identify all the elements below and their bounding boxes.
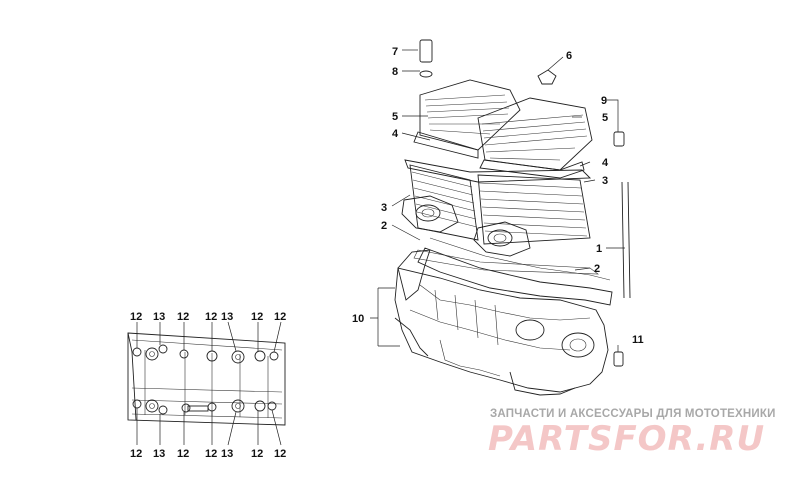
callout-11: 11 — [632, 334, 644, 346]
crankcase-top-callouts: 12 13 12 12 13 12 12 — [130, 311, 286, 323]
watermark-logo: PARTSFOR.RU — [488, 419, 765, 459]
callout-9: 9 — [601, 95, 607, 107]
bolt-callout-bottom-7: 12 — [274, 448, 286, 460]
bolt-callout-top-5: 13 — [221, 311, 233, 323]
callout-2-left: 2 — [381, 220, 387, 232]
bolt-callout-top-6: 12 — [251, 311, 263, 323]
crankcase-bolt-view — [127, 321, 286, 446]
bolt-callout-top-3: 12 — [177, 311, 189, 323]
watermark-logo-suffix: .RU — [695, 419, 765, 459]
bolt-callout-bottom-1: 12 — [130, 448, 142, 460]
callout-8: 8 — [392, 66, 398, 78]
callout-3-right: 3 — [602, 175, 608, 187]
engine-callouts: 7 8 6 9 5 5 4 4 3 3 2 2 1 10 11 — [352, 46, 644, 346]
engine-illustration — [394, 39, 631, 396]
bolt-callout-bottom-6: 12 — [251, 448, 263, 460]
bolt-callout-bottom-2: 13 — [153, 448, 165, 460]
callout-10: 10 — [352, 313, 364, 325]
watermark-tagline: ЗАПЧАСТИ И АКСЕССУАРЫ ДЛЯ МОТОТЕХНИКИ — [490, 408, 776, 420]
callout-7: 7 — [392, 46, 398, 58]
bolt-callout-top-4: 12 — [205, 311, 217, 323]
callout-1: 1 — [596, 243, 602, 255]
crankcase-bottom-callouts: 12 13 12 12 13 12 12 — [130, 448, 286, 460]
watermark-logo-main: PARTSFOR — [488, 419, 695, 459]
bolt-callout-top-1: 12 — [130, 311, 142, 323]
callout-2-right: 2 — [594, 263, 600, 275]
callout-4-right: 4 — [602, 157, 609, 169]
callout-3-left: 3 — [381, 202, 387, 214]
bolt-callout-bottom-5: 13 — [221, 448, 233, 460]
bolt-callout-bottom-4: 12 — [205, 448, 217, 460]
watermark: ЗАПЧАСТИ И АКСЕССУАРЫ ДЛЯ МОТОТЕХНИКИ PA… — [488, 408, 776, 459]
callout-5-right: 5 — [602, 112, 608, 124]
callout-5-left: 5 — [392, 111, 398, 123]
bolt-callout-top-2: 13 — [153, 311, 165, 323]
bolt-callout-bottom-3: 12 — [177, 448, 189, 460]
callout-4-left: 4 — [392, 128, 399, 140]
bolt-callout-top-7: 12 — [274, 311, 286, 323]
leader-lines — [370, 49, 625, 352]
callout-6: 6 — [566, 50, 572, 62]
